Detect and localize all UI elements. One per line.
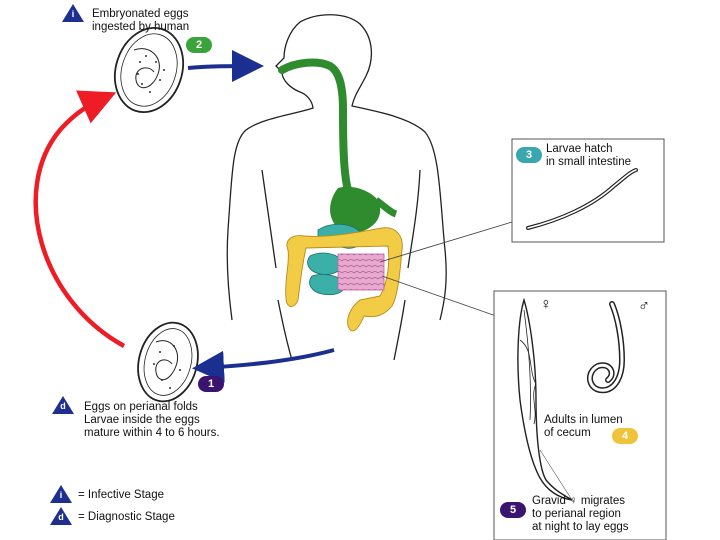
step1-label: Eggs on perianal folds Larvae inside the…: [84, 401, 220, 440]
step1-line2: Larvae inside the eggs: [84, 414, 200, 426]
step5-line2: to perianal region: [532, 508, 621, 520]
step4-line2: of cecum: [544, 427, 591, 439]
step2-label: Embryonated eggs ingested by human: [92, 8, 189, 34]
step5-badge: 5: [500, 502, 526, 518]
step3-badge: 3: [516, 147, 542, 163]
step2-line1: Embryonated eggs: [92, 8, 189, 20]
larva-illustration: [526, 168, 638, 230]
leader-line-larvae: [379, 221, 513, 263]
human-body-outline: [226, 14, 447, 361]
step1-line3: mature within 4 to 6 hours.: [84, 427, 220, 439]
step5-line3: at night to lay eggs: [532, 521, 629, 533]
arrow-red-cycle: [33, 90, 126, 348]
step4-badge: 4: [612, 428, 638, 444]
step1-badge: 1: [198, 376, 224, 392]
intestinal-tissue-image: [337, 253, 385, 291]
step3-line2: in small intestine: [546, 156, 632, 168]
step2-badge: 2: [186, 37, 212, 53]
step3-line1: Larvae hatch: [546, 143, 613, 155]
step4-label: Adults in lumen of cecum: [544, 414, 623, 440]
male-adult-worm-illustration: [587, 301, 626, 394]
female-symbol: ♀: [540, 296, 552, 313]
step3-label: Larvae hatch in small intestine: [546, 143, 631, 169]
step5-label: Gravid ♀ migrates to perianal region at …: [532, 495, 629, 534]
perianal-egg-illustration: [137, 321, 199, 403]
leader-line-adults: [381, 275, 497, 317]
diagnostic-stage-icon: d: [52, 396, 74, 414]
legend-infective-icon: i: [50, 485, 72, 503]
infective-stage-icon: i: [62, 4, 84, 22]
esophagus-stomach: [278, 58, 398, 233]
female-adult-worm-illustration: [517, 297, 573, 501]
legend-infective-text: = Infective Stage: [78, 489, 164, 501]
large-intestine-colon: [285, 227, 403, 332]
arrow-egg-to-mouth: [187, 50, 264, 83]
embryonated-egg-illustration: [114, 26, 184, 114]
arrow-body-to-perianal-egg: [192, 348, 335, 383]
legend-diagnostic-icon: d: [50, 507, 72, 525]
legend-diagnostic-text: = Diagnostic Stage: [78, 511, 175, 523]
step4-line1: Adults in lumen: [544, 414, 623, 426]
step2-line2: ingested by human: [92, 21, 190, 33]
step5-line1: Gravid ♀ migrates: [532, 495, 625, 507]
step1-line1: Eggs on perianal folds: [84, 401, 198, 413]
male-symbol: ♂: [638, 298, 650, 315]
